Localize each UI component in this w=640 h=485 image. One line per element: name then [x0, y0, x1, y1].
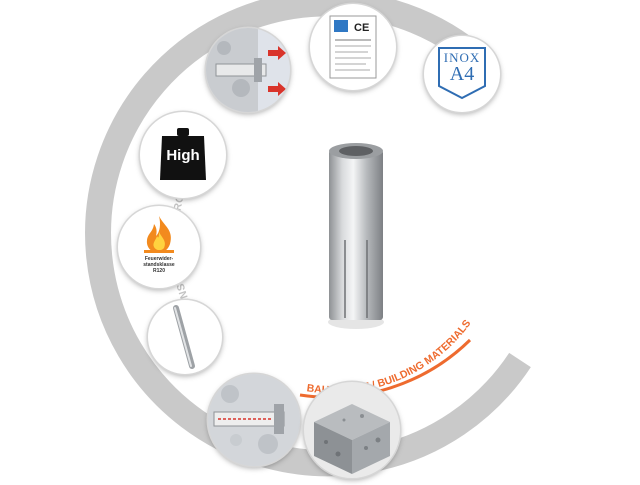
inox-a4-icon: INOX A4: [437, 46, 487, 100]
anchor-setting-badge: [206, 28, 290, 112]
fire-class-line1: Feuerwider-: [144, 256, 174, 262]
concrete-block-icon: [314, 404, 390, 474]
ce-mark-icon: CE: [329, 15, 377, 79]
anchor-section-icon: [206, 28, 286, 112]
drop-in-anchor-icon: [328, 143, 384, 329]
fire-class-line2: standsklasse: [143, 262, 175, 268]
inox-grade: A4: [449, 63, 475, 85]
concrete-material-badge: [304, 382, 400, 478]
inox-a4-badge: INOX A4: [424, 36, 500, 112]
installed-anchor-badge: [208, 374, 300, 466]
ce-certificate-badge: CE: [310, 4, 396, 90]
load-capacity-badge: High: [140, 112, 226, 198]
inox-label: INOX: [443, 50, 481, 65]
weight-icon: [160, 128, 206, 180]
svg-text:CE: CE: [354, 22, 369, 34]
setting-tool-icon: [173, 305, 195, 369]
weight-label: High: [166, 147, 200, 164]
setting-tool-badge: [148, 300, 222, 374]
fire-class-value: R120: [153, 268, 165, 274]
anchor-section-icon: [208, 374, 300, 466]
fire-icon: [144, 216, 174, 253]
fire-resistance-badge: Feuerwider- standsklasse R120: [118, 206, 200, 288]
